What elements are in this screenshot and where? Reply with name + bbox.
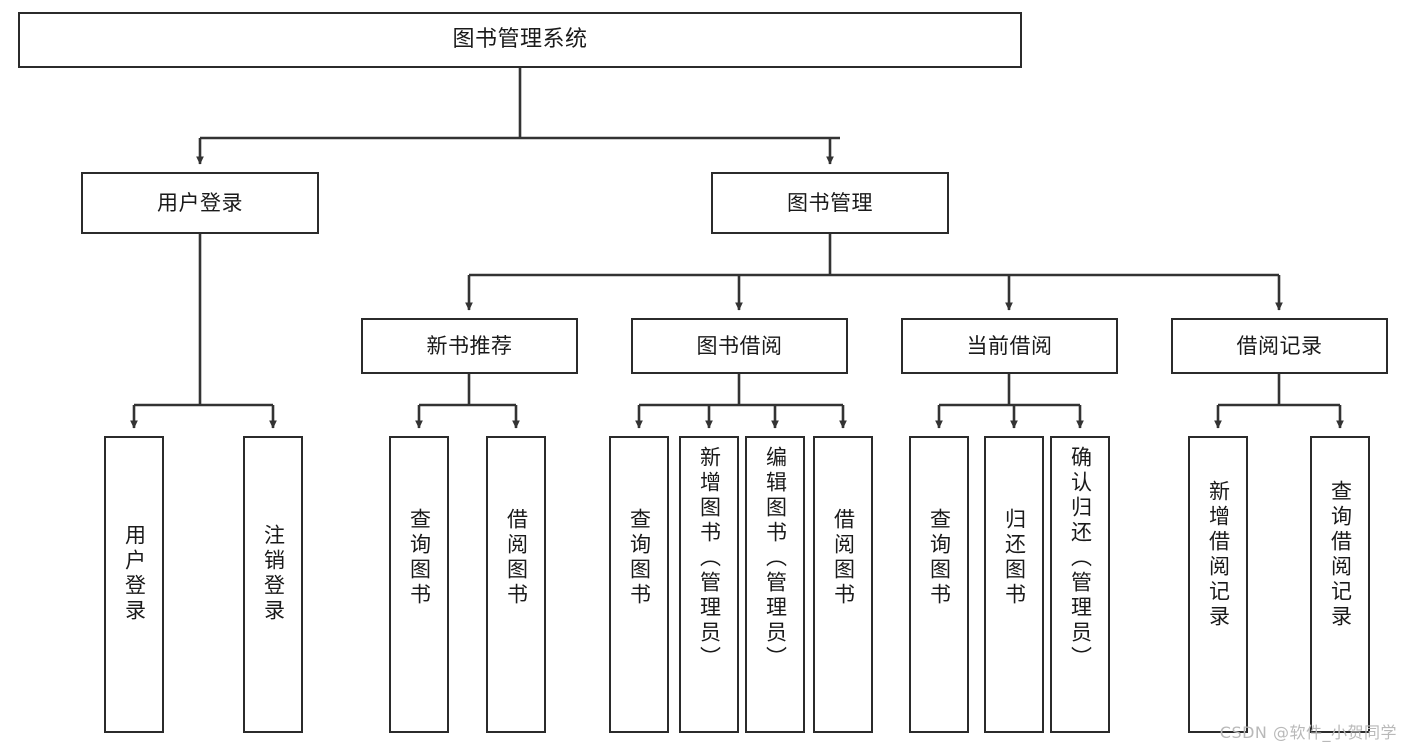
node-new-book-recommend-label: 新书推荐 [426,333,513,358]
node-current-borrow[interactable]: 当前借阅 [901,318,1118,374]
node-leaf-query-book-3[interactable]: 查询图书 [909,436,969,733]
node-leaf-user-logout-label: 注销登录 [261,524,286,624]
node-user-login-label: 用户登录 [157,190,243,215]
node-leaf-query-book-3-label: 查询图书 [927,508,952,608]
node-leaf-query-borrow-record[interactable]: 查询借阅记录 [1310,436,1370,733]
node-book-borrow-label: 图书借阅 [696,333,783,358]
node-root[interactable]: 图书管理系统 [18,12,1022,68]
node-leaf-query-book-1[interactable]: 查询图书 [389,436,449,733]
node-leaf-query-book-2[interactable]: 查询图书 [609,436,669,733]
node-leaf-borrow-book-1-label: 借阅图书 [504,508,529,608]
node-leaf-user-logout[interactable]: 注销登录 [243,436,303,733]
node-book-manage[interactable]: 图书管理 [711,172,949,234]
watermark: CSDN @软件_小贺同学 [1219,723,1397,742]
node-borrow-record-label: 借阅记录 [1236,333,1323,358]
node-book-manage-label: 图书管理 [787,190,873,215]
node-leaf-return-book-label: 归还图书 [1002,508,1027,608]
node-leaf-add-book-label: 新增图书（管理员） [697,446,722,671]
node-borrow-record[interactable]: 借阅记录 [1171,318,1388,374]
node-leaf-query-book-2-label: 查询图书 [627,508,652,608]
node-leaf-add-borrow-record[interactable]: 新增借阅记录 [1188,436,1248,733]
node-leaf-query-borrow-record-label: 查询借阅记录 [1328,480,1353,630]
node-leaf-edit-book-label: 编辑图书（管理员） [763,446,788,671]
node-leaf-add-borrow-record-label: 新增借阅记录 [1206,480,1231,630]
node-leaf-return-book[interactable]: 归还图书 [984,436,1044,733]
node-leaf-user-login-label: 用户登录 [122,524,147,624]
node-user-login[interactable]: 用户登录 [81,172,319,234]
node-leaf-query-book-1-label: 查询图书 [407,508,432,608]
node-leaf-user-login[interactable]: 用户登录 [104,436,164,733]
node-root-label: 图书管理系统 [452,27,588,53]
node-leaf-confirm-return-label: 确认归还（管理员） [1068,446,1093,671]
node-leaf-borrow-book-2-label: 借阅图书 [831,508,856,608]
node-new-book-recommend[interactable]: 新书推荐 [361,318,578,374]
node-leaf-add-book[interactable]: 新增图书（管理员） [679,436,739,733]
node-current-borrow-label: 当前借阅 [966,333,1053,358]
node-leaf-edit-book[interactable]: 编辑图书（管理员） [745,436,805,733]
node-leaf-confirm-return[interactable]: 确认归还（管理员） [1050,436,1110,733]
node-leaf-borrow-book-2[interactable]: 借阅图书 [813,436,873,733]
node-book-borrow[interactable]: 图书借阅 [631,318,848,374]
node-leaf-borrow-book-1[interactable]: 借阅图书 [486,436,546,733]
